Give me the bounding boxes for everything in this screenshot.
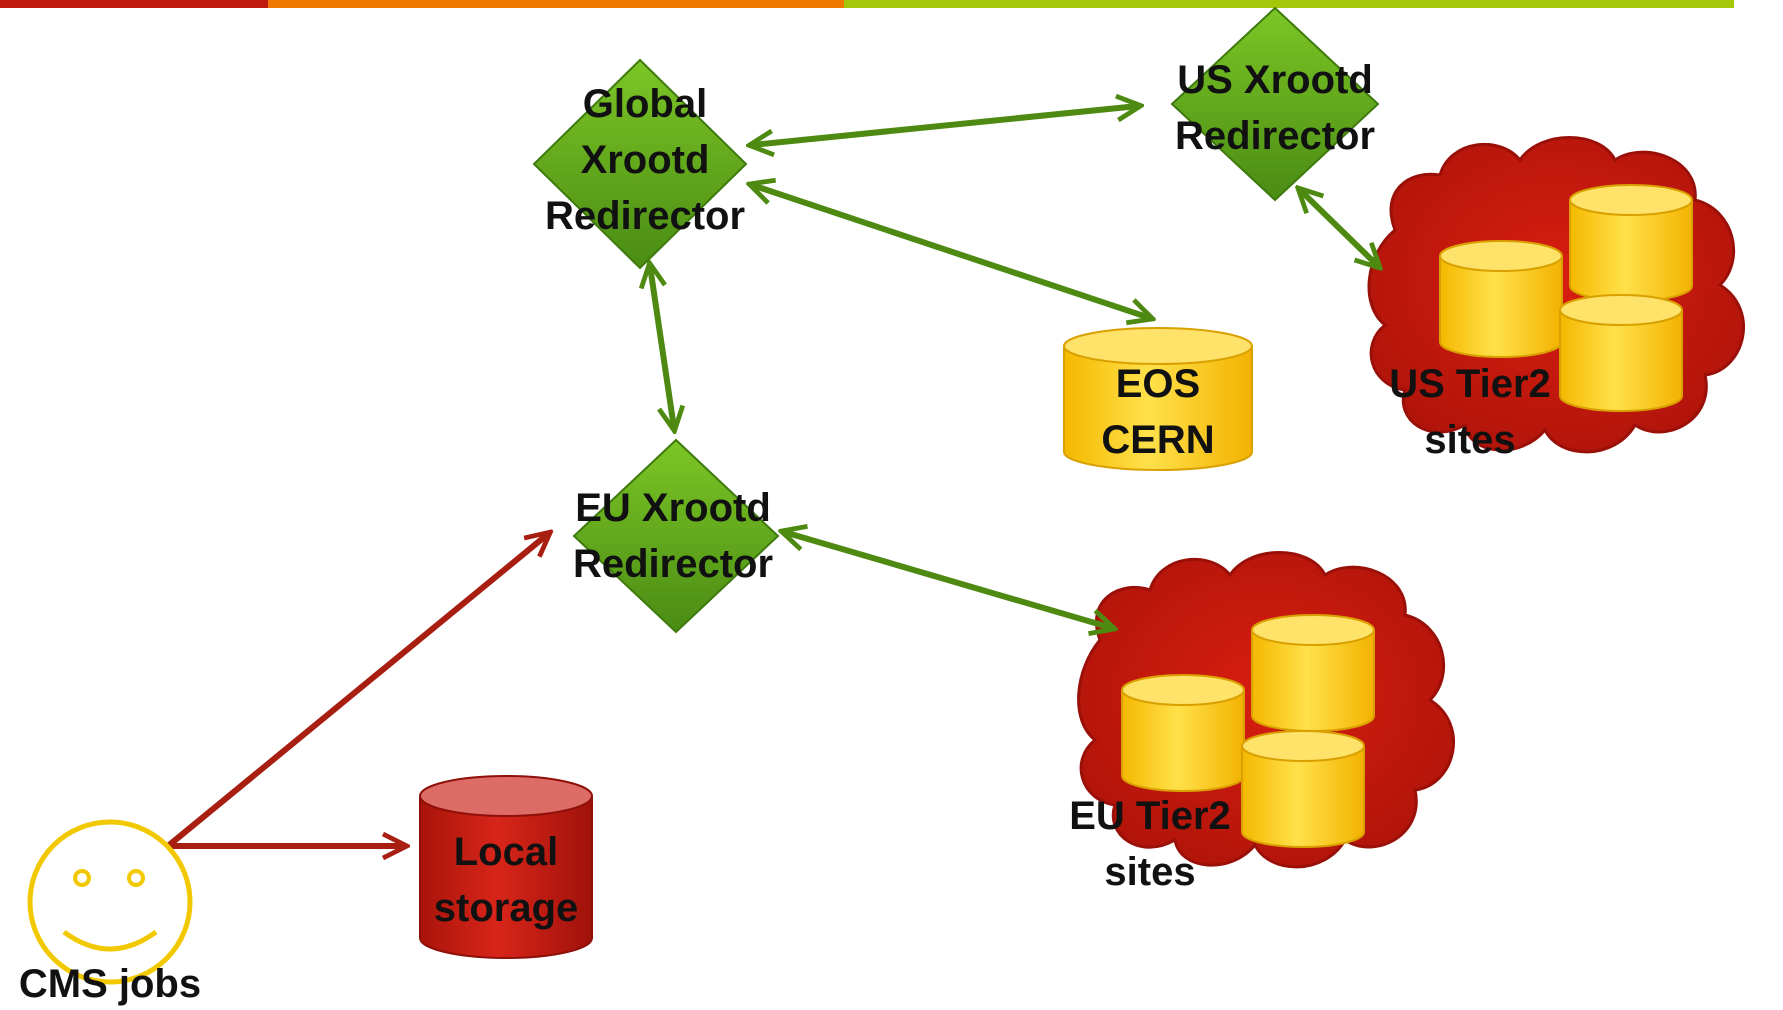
eos-cern-cylinder-icon bbox=[1063, 327, 1253, 471]
link-global-eos bbox=[752, 185, 1150, 318]
cms-jobs-label: CMS jobs bbox=[18, 962, 202, 1006]
link-us-ustier2 bbox=[1300, 190, 1378, 266]
local-storage-label: Local storage bbox=[433, 830, 579, 930]
link-cms-eu bbox=[166, 534, 548, 849]
us-tier2-label: US Tier2 sites bbox=[1389, 362, 1551, 462]
eu-redirector-diamond bbox=[572, 438, 780, 634]
global-redirector-label: Global Xrootd Redirector bbox=[544, 82, 746, 238]
eu-redirector-label: EU Xrootd Redirector bbox=[572, 486, 774, 586]
global-redirector-diamond bbox=[532, 58, 748, 270]
eos-cern-label: EOS CERN bbox=[1101, 362, 1215, 462]
link-global-eu bbox=[650, 266, 674, 428]
link-eu-eutier2 bbox=[784, 532, 1112, 628]
us-redirector-diamond bbox=[1170, 6, 1380, 202]
link-global-us bbox=[752, 106, 1138, 145]
us-redirector-label: US Xrootd Redirector bbox=[1174, 58, 1376, 158]
eu-tier2-cylinder-3-icon bbox=[1241, 730, 1365, 848]
local-storage-cylinder-icon bbox=[419, 775, 593, 959]
smiley-face-icon bbox=[27, 819, 193, 985]
us-tier2-cylinder-3-icon bbox=[1559, 294, 1683, 412]
us-tier2-cylinder-2-icon bbox=[1439, 240, 1563, 358]
eu-tier2-cylinder-1-icon bbox=[1251, 614, 1375, 732]
us-tier2-cylinder-1-icon bbox=[1569, 184, 1693, 302]
eu-tier2-label: EU Tier2 sites bbox=[1069, 794, 1231, 894]
top-accent-bar bbox=[0, 0, 1734, 8]
eu-tier2-cylinder-2-icon bbox=[1121, 674, 1245, 792]
